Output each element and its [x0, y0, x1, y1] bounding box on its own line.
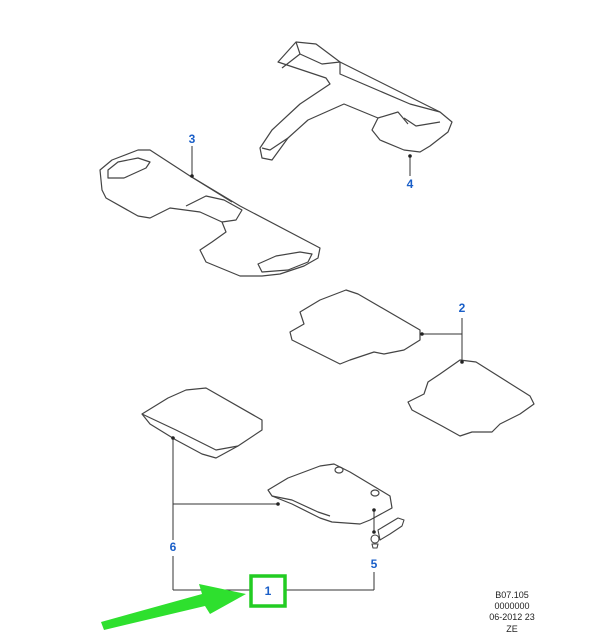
front-mat-part-2-lower [407, 359, 535, 437]
leader-dots [171, 154, 464, 534]
callout-1[interactable]: 1 [265, 584, 272, 598]
tray-mat [267, 463, 393, 525]
highlight-box [249, 574, 287, 608]
callout-6[interactable]: 6 [170, 540, 177, 554]
reference-code: B07.105 0000000 06-2012 23 ZE [489, 590, 535, 634]
callout-5[interactable]: 5 [371, 557, 378, 571]
reference-line-1: B07.105 [495, 590, 529, 600]
callout-3[interactable]: 3 [189, 132, 196, 146]
pointer-arrow [101, 584, 246, 630]
fastener-clip-part-5 [370, 517, 405, 549]
callout-4[interactable]: 4 [407, 177, 414, 191]
reference-line-3: 06-2012 23 [489, 612, 535, 622]
rear-floor-mat-part-3 [99, 149, 321, 277]
front-mat-part-2-upper [289, 289, 421, 365]
reference-line-2: 0000000 [494, 601, 529, 611]
small-mat-part-6 [141, 387, 263, 459]
callout-2[interactable]: 2 [459, 301, 466, 315]
callout-1-highlight[interactable]: 1 [249, 574, 287, 608]
tunnel-mat-part-4 [259, 41, 453, 161]
reference-line-4: ZE [506, 624, 518, 634]
